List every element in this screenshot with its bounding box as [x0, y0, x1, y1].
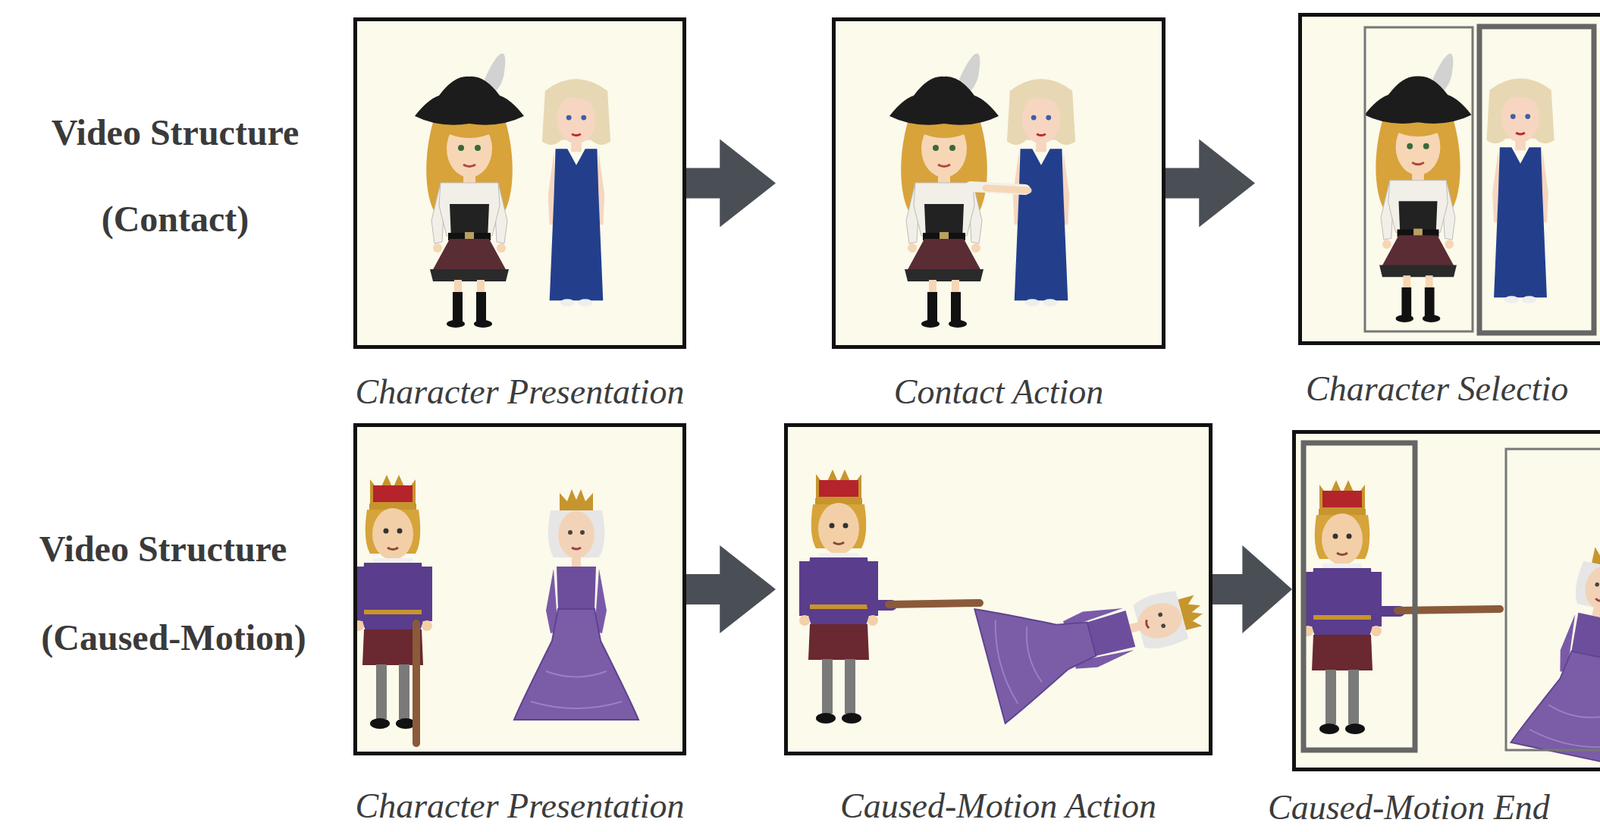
- video-frame: Caused-Motion Action: [784, 423, 1213, 756]
- frame-caption: Character Selectio: [1305, 370, 1569, 409]
- block-arrow: [686, 139, 776, 228]
- frame-caption: Character Presentation: [355, 787, 685, 826]
- row-label: Video Structure: [51, 112, 300, 154]
- frame-caption: Caused-Motion End: [1267, 788, 1550, 828]
- frame-caption: Caused-Motion Action: [840, 787, 1157, 826]
- video-frame: Caused-Motion End: [1292, 429, 1600, 772]
- row-label: (Contact): [101, 199, 250, 240]
- block-arrow: [1212, 545, 1293, 634]
- frame-caption: Contact Action: [894, 373, 1104, 412]
- row-label: (Caused-Motion): [40, 618, 306, 659]
- video-frame: Character Selectio: [1298, 12, 1600, 346]
- video-frame: Contact Action: [831, 17, 1166, 349]
- block-arrow: [1165, 139, 1255, 228]
- video-frame: Character Presentation: [353, 423, 687, 756]
- row-label: Video Structure: [39, 529, 288, 570]
- block-arrow: [686, 545, 776, 634]
- video-frame: Character Presentation: [353, 17, 687, 349]
- frame-caption: Character Presentation: [355, 373, 685, 412]
